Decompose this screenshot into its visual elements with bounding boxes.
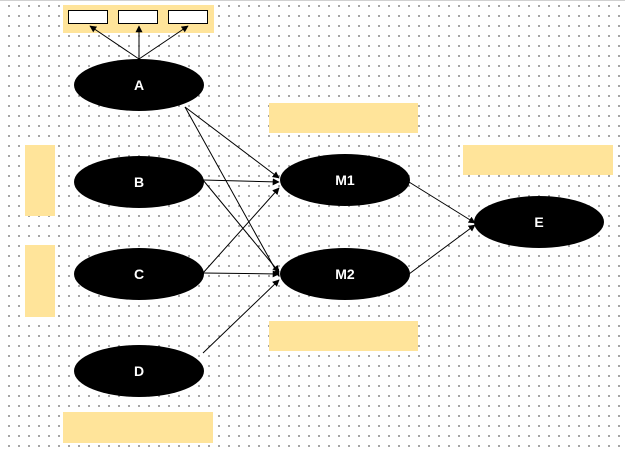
node-c[interactable]: C [74,248,204,300]
node-label-b: B [134,174,144,190]
edge-b-to-m2 [202,179,280,273]
edges [184,106,476,354]
path-label-highlight-top [269,103,418,133]
node-ellipse-m2 [280,248,410,300]
indicator-box-2 [118,10,158,24]
node-ellipse-d [74,345,204,397]
node-m2[interactable]: M2 [280,248,410,300]
indicator-box-3 [168,10,208,24]
node-label-e: E [534,214,543,230]
edge-m2-to-e [408,224,476,275]
edge-b-to-m1 [202,178,280,186]
indicator-arrow-3 [138,25,189,60]
edge-m1-to-e [408,181,476,224]
node-b[interactable]: B [74,156,204,208]
edge-a-to-m1 [184,106,280,179]
node-ellipse-b [74,156,204,208]
indicator-box-1 [68,10,108,24]
node-label-d: D [134,363,144,379]
node-ellipse-e [474,196,604,248]
node-a[interactable]: A [74,59,204,111]
indicator-arrow-1 [89,25,140,60]
side-highlight-lower [25,245,55,317]
indicator-arrows [89,25,189,60]
node-m1[interactable]: M1 [280,154,410,206]
edge-c-to-m1 [202,187,280,274]
node-label-m2: M2 [335,266,355,282]
node-ellipse-m1 [280,154,410,206]
bottom-highlight [63,412,213,443]
node-e[interactable]: E [474,196,604,248]
node-ellipse-c [74,248,204,300]
edge-c-to-m2 [202,270,280,278]
side-highlight-upper [25,145,55,216]
edge-a-to-m2 [184,106,280,277]
path-label-highlight-bottom [269,321,418,351]
path-label-highlight-right [463,145,613,175]
node-label-m1: M1 [335,172,355,188]
node-label-c: C [134,266,144,282]
node-d[interactable]: D [74,345,204,397]
edge-d-to-m2 [202,279,280,354]
node-label-a: A [134,77,144,93]
node-ellipse-a [74,59,204,111]
